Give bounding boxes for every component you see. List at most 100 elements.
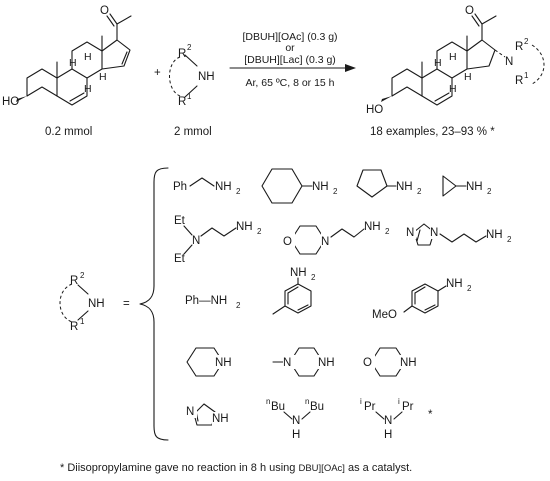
svg-text:N: N (292, 415, 300, 427)
svg-text:H: H (99, 71, 107, 83)
amine-imidazole: N NH (186, 403, 234, 426)
svg-text:H: H (384, 429, 392, 441)
amine-amount: 2 mmol (174, 126, 212, 138)
svg-text:2: 2 (333, 187, 338, 196)
svg-text:2: 2 (236, 301, 241, 310)
svg-text:NH: NH (400, 357, 417, 369)
substrate-amount: 0.2 mmol (45, 126, 92, 138)
svg-text:Ph—NH: Ph—NH (185, 295, 227, 307)
svg-text:N: N (430, 227, 438, 239)
svg-text:i: i (398, 397, 400, 406)
svg-text:R: R (178, 48, 186, 60)
amine-imidazolylpropylamine: N N NH 2 (406, 223, 512, 246)
amine-piperidine: NH (186, 347, 237, 377)
svg-text:O: O (100, 5, 109, 17)
svg-text:2: 2 (524, 37, 529, 46)
svg-text:2: 2 (385, 227, 390, 236)
condition-temperature-time: Ar, 65 ºC, 8 or 15 h (245, 77, 334, 89)
svg-text:HO: HO (2, 96, 19, 108)
svg-text:Bu: Bu (310, 401, 324, 413)
generic-amine-left: R 2 NH R 1 = (59, 271, 130, 333)
svg-text:O: O (465, 5, 474, 17)
svg-text:1: 1 (80, 317, 85, 326)
svg-text:R: R (70, 321, 78, 333)
steroid-substrate: O HO H H H H (2, 5, 132, 108)
condition-or: or (285, 42, 295, 54)
svg-text:O: O (283, 236, 292, 248)
amine-cyclopentylamine: NH 2 (356, 169, 422, 198)
svg-text:2: 2 (487, 187, 492, 196)
equals-sign: = (123, 298, 130, 310)
svg-text:NH: NH (215, 181, 232, 193)
steroid-product: O N R 2 R 1 HO H H H H (366, 5, 545, 116)
svg-text:n: n (266, 397, 270, 406)
svg-text:Bu: Bu (271, 401, 285, 413)
svg-text:2: 2 (311, 273, 316, 282)
svg-text:R: R (70, 275, 78, 287)
svg-text:N: N (505, 56, 513, 68)
svg-text:H: H (449, 51, 457, 63)
amine-aniline: Ph—NH 2 (185, 295, 241, 310)
svg-text:NH: NH (88, 298, 105, 310)
svg-text:2: 2 (236, 187, 241, 196)
svg-text:Ph: Ph (173, 181, 187, 193)
svg-text:NH: NH (312, 181, 329, 193)
amine-methylpiperazine: N NH (272, 347, 340, 377)
condition-catalyst-2: [DBUH][Lac] (0.3 g) (244, 54, 336, 66)
svg-text:H: H (84, 51, 92, 63)
svg-text:N: N (384, 415, 392, 427)
svg-text:2: 2 (417, 187, 422, 196)
svg-text:NH: NH (290, 267, 307, 279)
svg-text:2: 2 (507, 235, 512, 244)
svg-text:2: 2 (80, 271, 85, 280)
svg-text:R: R (515, 41, 523, 53)
svg-text:N: N (186, 406, 194, 418)
amine-cyclopropylamine: NH 2 (442, 175, 492, 197)
amine-dibutylamine: n Bu N H n Bu (266, 397, 324, 441)
svg-text:N: N (321, 236, 329, 248)
amine-p-anisidine: NH 2 MeO (372, 278, 472, 321)
svg-text:R: R (515, 75, 523, 87)
svg-text:H: H (434, 57, 442, 69)
svg-text:H: H (449, 83, 457, 95)
svg-text:N: N (192, 235, 200, 247)
svg-text:N: N (406, 227, 414, 239)
svg-text:Pr: Pr (364, 401, 376, 413)
svg-text:NH: NH (446, 278, 463, 290)
footnote: * Diisopropylamine gave no reaction in 8… (60, 462, 412, 474)
svg-text:NH: NH (198, 71, 215, 83)
amine-cyclohexylamine: NH 2 (261, 168, 338, 204)
svg-text:HO: HO (366, 104, 383, 116)
svg-text:H: H (84, 83, 92, 95)
plus-sign: + (154, 67, 161, 79)
svg-text:2: 2 (467, 284, 472, 293)
svg-text:*: * (428, 409, 433, 421)
svg-text:N: N (283, 357, 291, 369)
svg-text:Et: Et (174, 215, 186, 227)
svg-text:2: 2 (187, 43, 192, 52)
amine-morpholine: O NH (363, 347, 422, 377)
svg-text:Et: Et (174, 253, 186, 265)
svg-text:H: H (292, 429, 300, 441)
svg-text:i: i (360, 397, 362, 406)
svg-text:n: n (305, 397, 309, 406)
svg-text:NH: NH (212, 413, 229, 425)
svg-text:NH: NH (318, 357, 335, 369)
svg-text:NH: NH (215, 357, 232, 369)
amine-p-toluidine: NH 2 (272, 267, 316, 315)
svg-text:Pr: Pr (402, 401, 414, 413)
svg-text:MeO: MeO (372, 309, 397, 321)
svg-text:1: 1 (187, 92, 192, 101)
amine-morpholinoethylamine: O N NH 2 (283, 221, 390, 255)
condition-catalyst-1: [DBUH][OAc] (0.3 g) (242, 31, 337, 43)
amine-diethylethylenediamine: Et N Et NH 2 (174, 215, 262, 265)
svg-text:1: 1 (524, 71, 529, 80)
svg-text:H: H (69, 57, 77, 69)
svg-text:NH: NH (486, 229, 503, 241)
svg-text:NH: NH (396, 181, 413, 193)
generic-amine: R 2 NH R 1 (169, 43, 215, 108)
amine-diisopropylamine: i Pr N H i Pr * (360, 397, 433, 441)
scope-brace (139, 167, 169, 441)
svg-text:NH: NH (364, 221, 381, 233)
